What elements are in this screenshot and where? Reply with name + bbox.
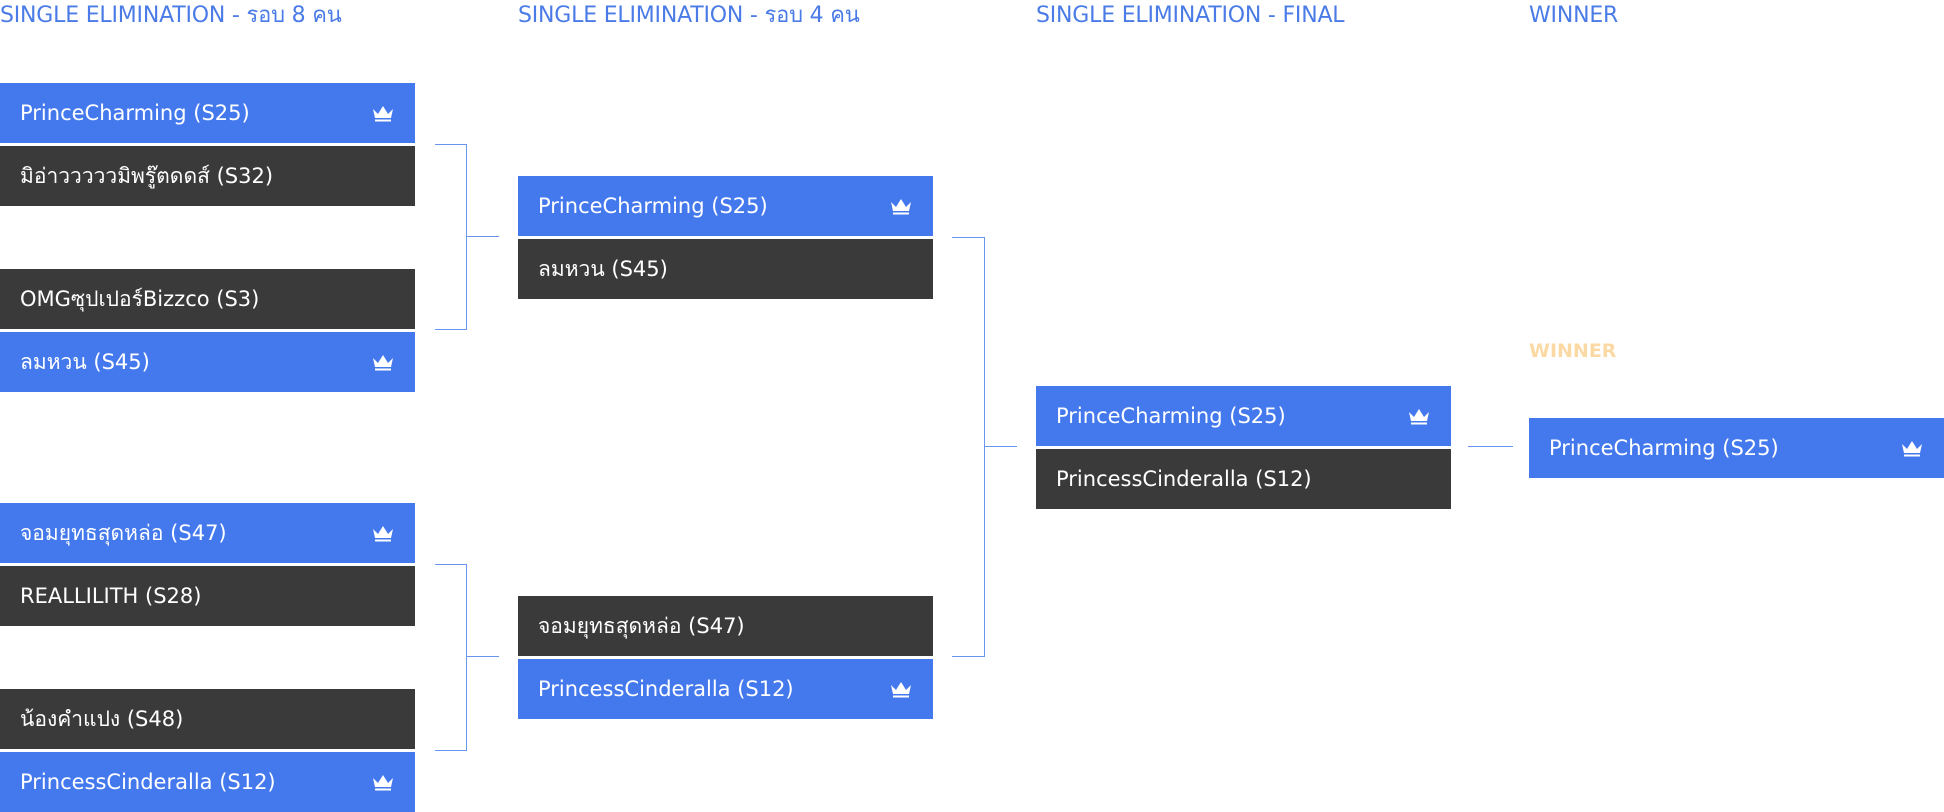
- player-name: PrinceCharming (S25): [20, 101, 250, 125]
- crown-icon: [373, 106, 393, 122]
- player-name: REALLILITH (S28): [20, 584, 202, 608]
- round4-slot-1[interactable]: PrinceCharming (S25): [518, 176, 933, 236]
- crown-icon: [891, 199, 911, 215]
- crown-icon: [1902, 441, 1922, 457]
- column-title-winner: WINNER: [1529, 3, 1619, 28]
- round8-slot-3[interactable]: OMGซุปเปอร์Bizzco (S3): [0, 269, 415, 329]
- bracket-connector-tail: [985, 446, 1017, 447]
- round8-slot-6[interactable]: REALLILITH (S28): [0, 566, 415, 626]
- bracket-connector: [952, 237, 985, 657]
- player-name: PrincessCinderalla (S12): [20, 770, 276, 794]
- crown-icon: [373, 775, 393, 791]
- round8-slot-5[interactable]: จอมยุทธสุดหล่อ (S47): [0, 503, 415, 563]
- player-name: PrinceCharming (S25): [1056, 404, 1286, 428]
- final-slot-1[interactable]: PrinceCharming (S25): [1036, 386, 1451, 446]
- bracket-connector: [435, 144, 467, 330]
- column-title-final: SINGLE ELIMINATION - FINAL: [1036, 3, 1345, 28]
- round8-slot-7[interactable]: น้องคำแปง (S48): [0, 689, 415, 749]
- player-name: น้องคำแปง (S48): [20, 706, 184, 731]
- player-name: PrinceCharming (S25): [1549, 436, 1779, 460]
- round8-slot-8[interactable]: PrincessCinderalla (S12): [0, 752, 415, 812]
- winner-label: WINNER: [1529, 340, 1617, 362]
- crown-icon: [1409, 409, 1429, 425]
- round4-slot-4[interactable]: PrincessCinderalla (S12): [518, 659, 933, 719]
- round8-slot-2[interactable]: มิอ่าวววววมิพรู๊ตดดส์ (S32): [0, 146, 415, 206]
- round8-slot-1[interactable]: PrinceCharming (S25): [0, 83, 415, 143]
- column-title-round-8: SINGLE ELIMINATION - รอบ 8 คน: [0, 3, 342, 28]
- winner-slot[interactable]: PrinceCharming (S25): [1529, 418, 1944, 478]
- round4-slot-3[interactable]: จอมยุทธสุดหล่อ (S47): [518, 596, 933, 656]
- bracket-connector-tail: [467, 656, 499, 657]
- player-name: จอมยุทธสุดหล่อ (S47): [20, 520, 227, 545]
- column-title-round-4: SINGLE ELIMINATION - รอบ 4 คน: [518, 3, 860, 28]
- player-name: จอมยุทธสุดหล่อ (S47): [538, 613, 745, 638]
- player-name: OMGซุปเปอร์Bizzco (S3): [20, 286, 260, 311]
- player-name: PrincessCinderalla (S12): [1056, 467, 1312, 491]
- crown-icon: [891, 682, 911, 698]
- final-slot-2[interactable]: PrincessCinderalla (S12): [1036, 449, 1451, 509]
- player-name: ลมหวน (S45): [538, 256, 668, 281]
- bracket-connector: [435, 564, 467, 751]
- bracket-connector-tail: [1468, 446, 1513, 447]
- round4-slot-2[interactable]: ลมหวน (S45): [518, 239, 933, 299]
- player-name: PrincessCinderalla (S12): [538, 677, 794, 701]
- player-name: มิอ่าวววววมิพรู๊ตดดส์ (S32): [20, 163, 274, 188]
- bracket-connector-tail: [467, 236, 499, 237]
- round8-slot-4[interactable]: ลมหวน (S45): [0, 332, 415, 392]
- player-name: PrinceCharming (S25): [538, 194, 768, 218]
- crown-icon: [373, 526, 393, 542]
- player-name: ลมหวน (S45): [20, 349, 150, 374]
- crown-icon: [373, 355, 393, 371]
